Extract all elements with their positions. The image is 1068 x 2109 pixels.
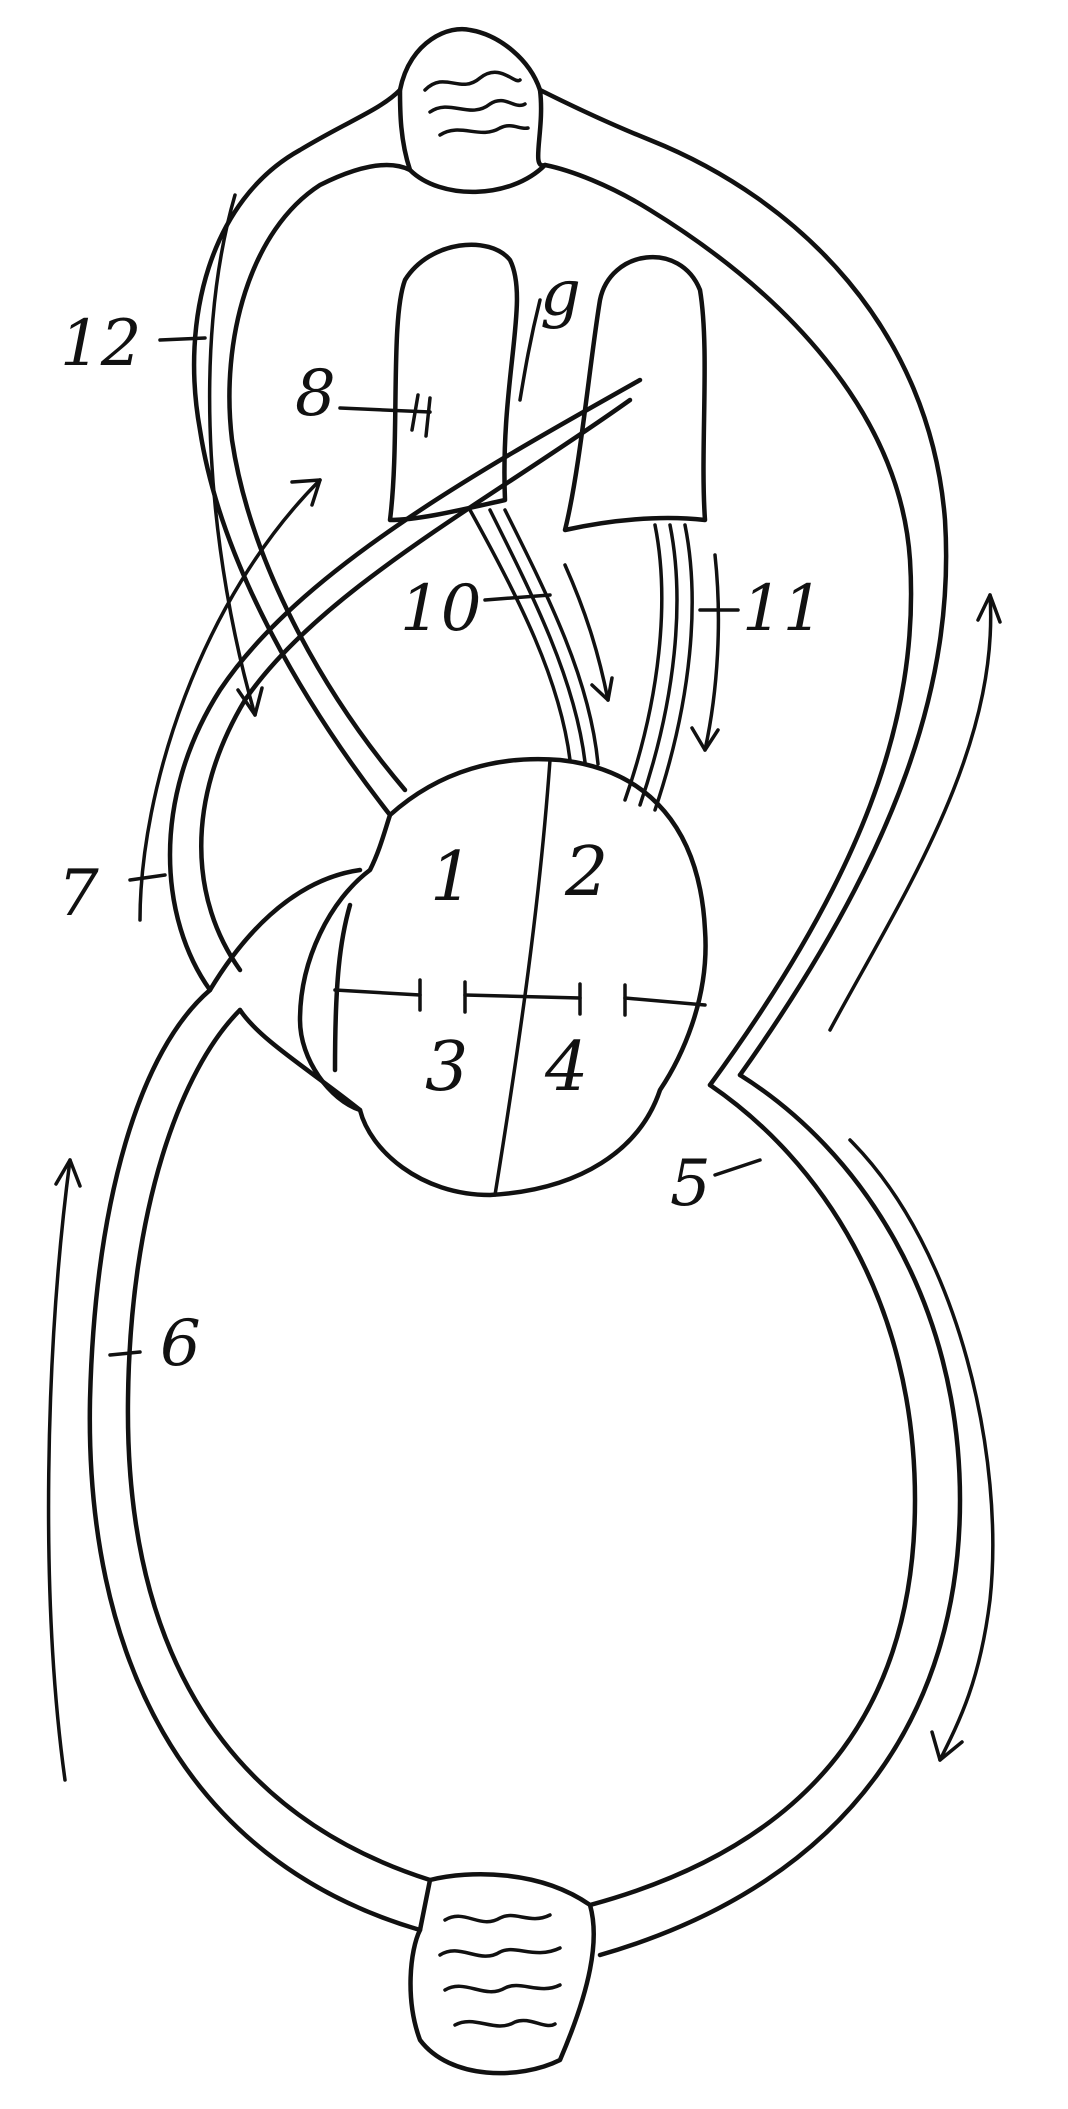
chamber-2-label: 2: [564, 833, 608, 912]
callout-9: g: [540, 257, 581, 331]
callout-6: 6: [160, 1307, 201, 1381]
flow-arrow-6: [46, 1158, 82, 1782]
vessel-11: [623, 523, 694, 812]
flow-arrow-12: [207, 193, 264, 717]
upper-loop-inner-wall: [227, 162, 914, 1088]
callout-8: 8: [295, 357, 336, 431]
flow-arrow-11: [690, 553, 721, 752]
vessel-into-right-atrium: [207, 867, 363, 1113]
callout-12: 12: [60, 307, 141, 381]
left-lung-lobe: [387, 242, 520, 523]
flow-arrow-10: [563, 563, 614, 702]
callout-11: 11: [742, 572, 823, 646]
lower-loop-inner-wall: [125, 1007, 918, 1908]
chamber-4-label: 4: [544, 1028, 588, 1107]
upper-capillary-bed: [397, 26, 548, 195]
chamber-3-label: 3: [425, 1028, 468, 1107]
vessel-10: [468, 508, 600, 766]
upper-loop-outer-wall: [191, 87, 949, 1078]
heart: [297, 756, 708, 1198]
vessel-7: [167, 377, 643, 993]
heart-septum: [493, 758, 552, 1197]
lower-capillary-bed: [408, 1872, 596, 2076]
flow-arrow-5: [848, 1138, 995, 1762]
av-partition: [333, 988, 707, 1007]
chamber-1-label: 1: [430, 838, 473, 917]
callout-5: 5: [670, 1147, 711, 1221]
lower-loop-outer-wall: [87, 987, 963, 1958]
flow-arrow-7: [138, 478, 322, 922]
right-lung-lobe: [562, 254, 708, 533]
flow-arrow-right-loop-up: [828, 593, 1002, 1032]
callout-10: 10: [400, 572, 481, 646]
callout-7: 7: [58, 857, 99, 931]
vessel-8-ticks: [410, 393, 432, 438]
